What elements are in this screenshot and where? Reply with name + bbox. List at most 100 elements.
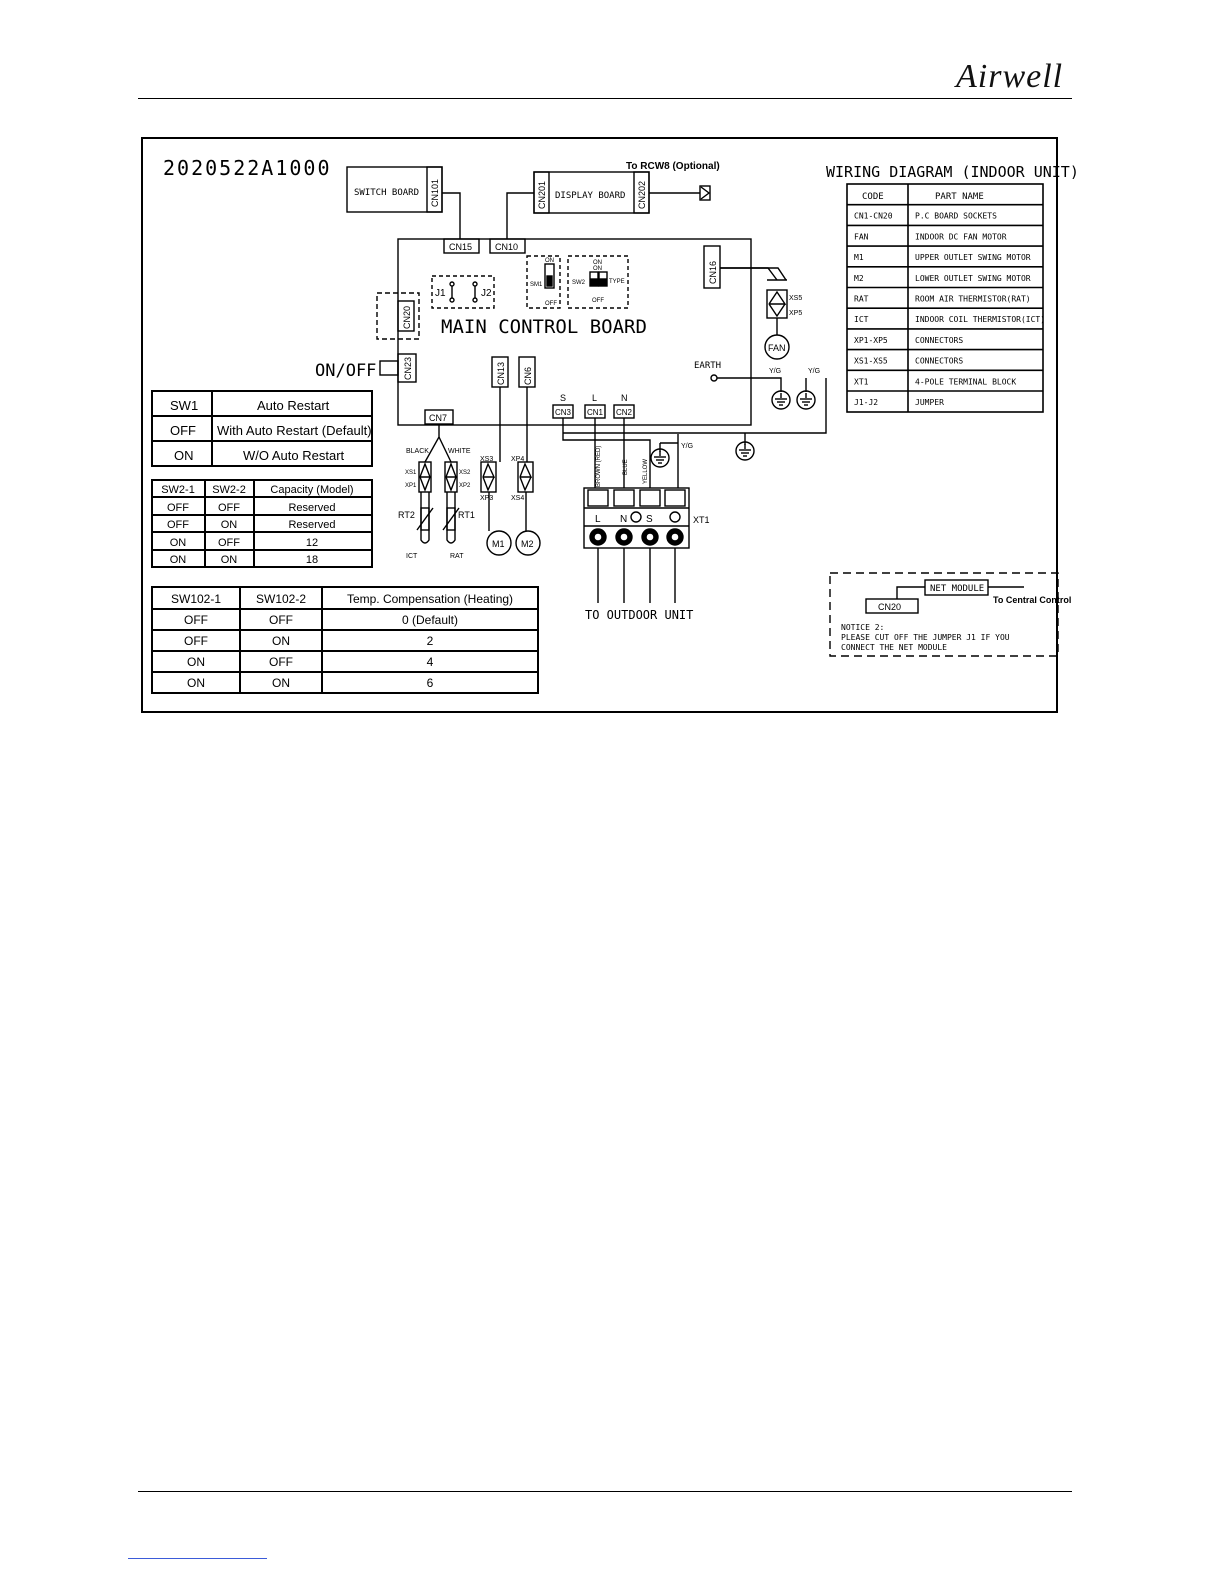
- cn2-label: CN2: [616, 408, 633, 417]
- m2-motor: [515, 530, 541, 556]
- diagram-code: 2020522A1000: [163, 156, 332, 180]
- xs5-label: XS5: [789, 295, 802, 302]
- xt1-terminal-block: [583, 487, 690, 549]
- xp3-label: XP3: [480, 495, 493, 502]
- m1-motor: [486, 530, 512, 556]
- sw102-cell: ON: [187, 676, 205, 690]
- sw2-header: SW2-1: [161, 484, 195, 496]
- sm1-on-label: ON: [545, 258, 554, 264]
- part-header-name: PART NAME: [935, 192, 984, 202]
- footer-link-underline: [128, 1558, 267, 1559]
- part-name-cell: LOWER OUTLET SWING MOTOR: [915, 274, 1031, 283]
- sw102-cell: 2: [427, 634, 434, 648]
- cn201-label: CN201: [537, 181, 547, 209]
- sw1-cell: W/O Auto Restart: [243, 448, 345, 463]
- wiring-diagram-frame: [141, 137, 1058, 713]
- diagram-title: WIRING DIAGRAM (INDOOR UNIT): [826, 163, 1079, 181]
- part-code-cell: M2: [854, 274, 864, 283]
- sw2-cell: OFF: [167, 502, 189, 514]
- part-name-cell: CONNECTORS: [915, 336, 963, 345]
- part-code-cell: ICT: [854, 315, 869, 324]
- xt1-l-label: L: [595, 514, 601, 525]
- earth-point: [710, 374, 718, 382]
- sw2-switch: [567, 255, 629, 309]
- cn1-label: CN1: [587, 408, 604, 417]
- xt1-s-label: S: [646, 514, 653, 525]
- central-control-label: To Central Control: [993, 595, 1071, 605]
- sw2-label: SW2: [572, 280, 586, 286]
- onoff-button: [379, 360, 399, 376]
- sw1-cell: OFF: [170, 423, 196, 438]
- sw2-cell: OFF: [218, 502, 240, 514]
- fan-motor: [764, 334, 790, 360]
- yg-label-1: Y/G: [769, 368, 781, 375]
- part-header-code: CODE: [862, 192, 884, 202]
- airwell-logo: Airwell: [956, 58, 1064, 95]
- xt1-n-label: N: [620, 514, 627, 525]
- sw2-table: [151, 479, 373, 568]
- cn101-connector: [426, 166, 443, 213]
- brown-label: BROWN (RED): [596, 446, 602, 487]
- cn23-label: CN23: [403, 357, 413, 380]
- sw102-cell: OFF: [269, 613, 293, 627]
- sw2-cell: 12: [306, 537, 318, 549]
- xp4-label: XP4: [511, 456, 524, 463]
- part-code-cell: M1: [854, 253, 864, 262]
- yg-label-2: Y/G: [808, 368, 820, 375]
- part-name-cell: P.C BOARD SOCKETS: [915, 212, 997, 221]
- m1-label: M1: [492, 539, 505, 549]
- cn6-label: CN6: [523, 367, 533, 385]
- part-name-table: [846, 183, 1044, 413]
- sw102-cell: OFF: [184, 613, 208, 627]
- terminal-screws: [587, 489, 686, 546]
- sw2-cell: ON: [170, 537, 187, 549]
- footer-rule: [138, 1491, 1072, 1492]
- ict-label: ICT: [406, 553, 418, 560]
- xp5-label: XP5: [789, 310, 802, 317]
- xs2-label: XS2: [459, 470, 471, 476]
- net-cn20-box: [865, 598, 919, 614]
- cn15-label: CN15: [449, 242, 472, 252]
- part-name-cell: CONNECTORS: [915, 357, 963, 366]
- part-name-cell: ROOM AIR THERMISTOR(RAT): [915, 295, 1031, 304]
- part-code-cell: XS1-XS5: [854, 357, 888, 366]
- cn13-label: CN13: [496, 362, 506, 385]
- cn10-label: CN10: [495, 242, 518, 252]
- rcw8-label: To RCW8 (Optional): [626, 161, 720, 172]
- xs3-label: XS3: [480, 456, 493, 463]
- xs1-label: XS1: [405, 470, 417, 476]
- jumper-area: [431, 275, 495, 309]
- sw2-on-label: ON: [593, 260, 602, 266]
- notice-line-3: CONNECT THE NET MODULE: [841, 643, 947, 652]
- cn20-label: CN20: [402, 306, 412, 329]
- sw2-cell: OFF: [218, 537, 240, 549]
- cn7-label: CN7: [429, 413, 447, 423]
- sw102-cell: OFF: [184, 634, 208, 648]
- sw102-cell: 0 (Default): [402, 613, 458, 627]
- rt2-label: RT2: [398, 510, 415, 520]
- net-cn20-label: CN20: [878, 602, 901, 612]
- part-name-cell: INDOOR COIL THERMISTOR(ICT): [915, 315, 1045, 324]
- sm1-switch: [526, 255, 561, 309]
- main-control-board: [397, 238, 752, 426]
- yellow-label: YELLOW: [643, 459, 649, 484]
- sw102-cell: ON: [187, 655, 205, 669]
- part-name-cell: UPPER OUTLET SWING MOTOR: [915, 253, 1031, 262]
- sw2-cell: Reserved: [288, 502, 335, 514]
- sw2-cell: ON: [170, 554, 187, 566]
- sm1-off-label: OFF: [545, 301, 557, 307]
- net-module-label: NET MODULE: [930, 584, 984, 594]
- sw102-cell: 4: [427, 655, 434, 669]
- cn101-label: CN101: [430, 179, 440, 207]
- cn202-label: CN202: [637, 181, 647, 209]
- rat-label: RAT: [450, 553, 464, 560]
- xp2-label: XP2: [459, 483, 471, 489]
- part-code-cell: RAT: [854, 295, 869, 304]
- sw102-header: Temp. Compensation (Heating): [347, 592, 513, 606]
- sw1-header-2: Auto Restart: [257, 398, 330, 413]
- white-label: WHITE: [448, 448, 471, 455]
- sw1-cell: ON: [174, 448, 194, 463]
- cn16-connector: [703, 245, 721, 289]
- black-label: BLACK: [406, 448, 429, 455]
- rt1-thermistor: [446, 492, 456, 544]
